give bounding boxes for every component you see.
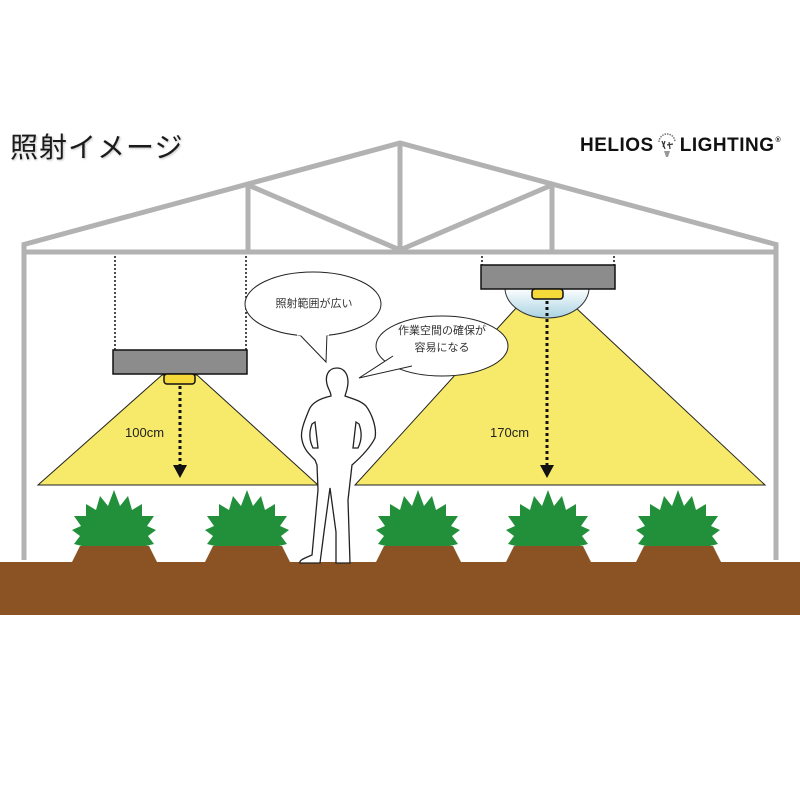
greenhouse-frame bbox=[21, 140, 779, 560]
page-title: 照射イメージ bbox=[10, 131, 184, 164]
lamp-right-height-label: 170cm bbox=[490, 425, 530, 440]
lamp-left-led bbox=[163, 373, 196, 385]
plant-4 bbox=[506, 490, 590, 546]
registered-mark: ® bbox=[775, 136, 782, 144]
plant-1 bbox=[72, 490, 156, 546]
callout-work-space-bubble bbox=[358, 315, 509, 379]
brand-left-word: HELIOS bbox=[580, 135, 654, 156]
lamp-left-height-label: 100cm bbox=[125, 425, 165, 440]
lamp-left-hangers bbox=[114, 256, 247, 350]
soil-ground bbox=[0, 562, 800, 615]
lamp-left-body bbox=[112, 349, 248, 375]
soil-mounds bbox=[72, 546, 721, 562]
brand-right-word: LIGHTING bbox=[679, 135, 775, 156]
plant-2 bbox=[205, 490, 289, 546]
lamp-right-led bbox=[531, 288, 564, 300]
callout-wide-range-text: 照射範囲が広い bbox=[275, 297, 353, 310]
lamp-right-hangers bbox=[481, 256, 615, 265]
callout-work-space-line2: 容易になる bbox=[414, 341, 470, 354]
lamp-right-arrow-head bbox=[540, 465, 554, 478]
person-silhouette bbox=[299, 367, 377, 564]
lamp-right-body bbox=[480, 264, 616, 290]
plant-5 bbox=[636, 490, 720, 546]
plant-3 bbox=[376, 490, 460, 546]
callout-work-space-line1: 作業空間の確保が bbox=[398, 324, 486, 337]
callout-wide-range-bubble bbox=[244, 271, 382, 364]
brand-logo: HELIOS LIGHTING ® bbox=[580, 133, 781, 159]
callout-work-space-text: 作業空間の確保が 容易になる bbox=[386, 322, 498, 356]
helios-bulb-logo-icon bbox=[657, 133, 676, 157]
plants bbox=[72, 490, 720, 546]
lamp-left-arrow-head bbox=[173, 465, 187, 478]
